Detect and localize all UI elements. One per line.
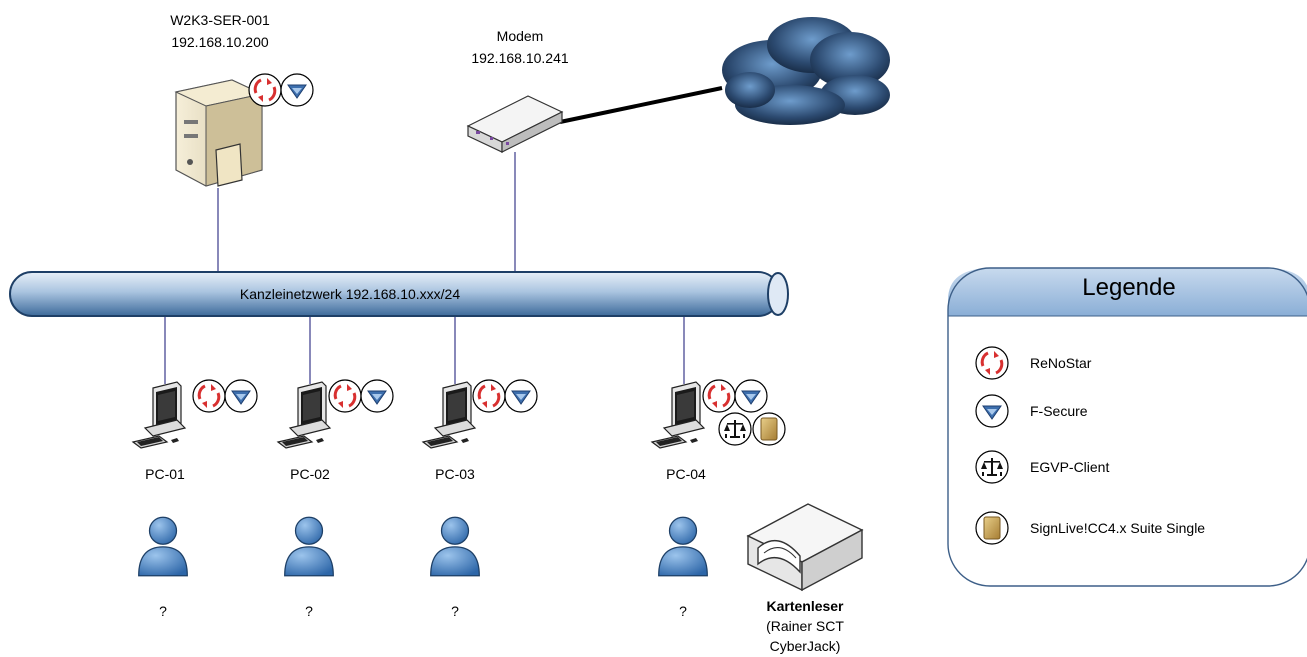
- fsecure-icon: [734, 379, 768, 413]
- signlive-icon: [752, 412, 786, 446]
- signlive-icon: [975, 511, 1009, 545]
- renostar-icon: [472, 379, 506, 413]
- pc-03-name: PC-03: [435, 466, 475, 482]
- server: [174, 79, 264, 187]
- server-name: W2K3-SER-001: [170, 12, 270, 28]
- user-03-label: ?: [451, 603, 459, 619]
- legend-item-renostar: ReNoStar: [1030, 355, 1092, 371]
- card-reader-line1: (Rainer SCT: [766, 618, 844, 634]
- renostar-icon: [192, 379, 226, 413]
- user-04-label: ?: [679, 603, 687, 619]
- server-ip: 192.168.10.200: [171, 34, 269, 50]
- network-links: [164, 152, 685, 384]
- modem-icon: [466, 95, 564, 153]
- user-icon: [284, 516, 334, 577]
- user-icon: [138, 516, 188, 577]
- pc-03-icon: [422, 381, 476, 449]
- fsecure-icon: [975, 394, 1009, 428]
- renostar-icon: [328, 379, 362, 413]
- user-icon: [658, 516, 708, 577]
- internet-cloud: [722, 17, 890, 125]
- user-01-label: ?: [159, 603, 167, 619]
- user-02-label: ?: [305, 603, 313, 619]
- wan-link: [559, 86, 723, 124]
- legend-item-fsecure: F-Secure: [1030, 403, 1088, 419]
- pc-02-name: PC-02: [290, 466, 330, 482]
- card-reader-line2: CyberJack): [769, 638, 841, 654]
- renostar-icon: [248, 73, 282, 107]
- pc-04-icon: [651, 381, 705, 449]
- legend-item-signlive: SignLive!CC4.x Suite Single: [1030, 520, 1206, 536]
- legend-item-egvp: EGVP-Client: [1030, 459, 1110, 475]
- renostar-icon: [975, 346, 1009, 380]
- pc-01-name: PC-01: [145, 466, 185, 482]
- fsecure-icon: [224, 379, 258, 413]
- egvp-icon: [718, 412, 752, 446]
- fsecure-icon: [280, 73, 314, 107]
- pc-02-icon: [277, 381, 331, 449]
- legend-box: [947, 267, 1307, 587]
- fsecure-icon: [360, 379, 394, 413]
- network-pipe: [9, 271, 789, 317]
- pc-01-icon: [132, 381, 186, 449]
- modem-name: Modem: [496, 28, 544, 44]
- renostar-icon: [702, 379, 736, 413]
- card-reader-icon: [746, 503, 864, 592]
- egvp-icon: [975, 450, 1009, 484]
- network-label: Kanzleinetzwerk 192.168.10.xxx/24: [239, 286, 461, 302]
- user-icon: [430, 516, 480, 577]
- cloud-icon: [722, 17, 890, 125]
- modem-ip: 192.168.10.241: [471, 50, 569, 66]
- card-reader-title: Kartenleser: [766, 598, 844, 614]
- pc-04-name: PC-04: [666, 466, 706, 482]
- legend-title: Legende: [1082, 274, 1176, 301]
- fsecure-icon: [504, 379, 538, 413]
